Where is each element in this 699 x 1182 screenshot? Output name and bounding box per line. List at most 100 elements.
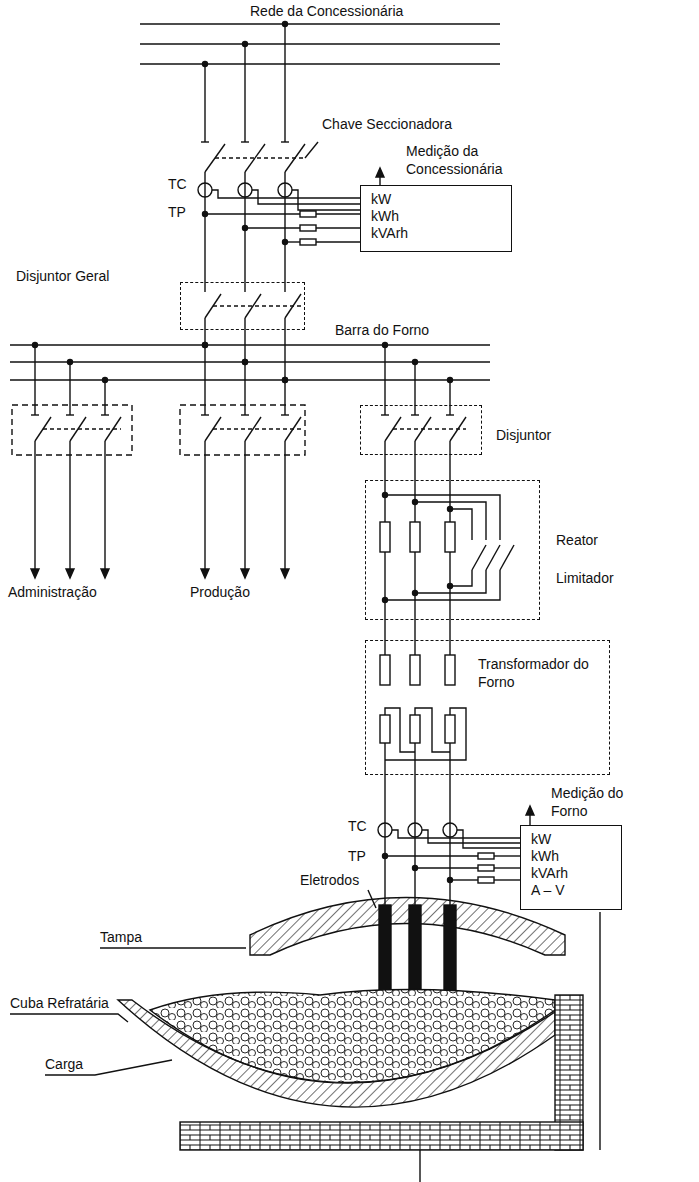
reactor-coil [410, 522, 420, 552]
part-label: Tampa [100, 929, 142, 946]
ct-wire [457, 830, 520, 848]
meter-quantity: kW [371, 191, 501, 208]
meter-quantity: kWh [531, 848, 611, 865]
potential-transformer [300, 225, 316, 231]
meter-wire [599, 912, 600, 1150]
wire [204, 64, 205, 142]
furnace-lid [250, 898, 565, 956]
utility-line [140, 23, 500, 24]
tp-wire [494, 879, 520, 880]
delta-wire [385, 708, 466, 760]
contact [66, 414, 74, 415]
wire [34, 345, 35, 415]
current-transformer [443, 823, 457, 837]
network-label: Rede da Concessionária [250, 3, 403, 20]
arrow-head [241, 569, 249, 578]
electrode [409, 905, 421, 1000]
contact [241, 141, 249, 142]
meter-box: Medição da ConcessionáriakWkWhkVArh [360, 185, 512, 252]
wire [284, 380, 285, 415]
contact [446, 414, 454, 415]
wire [244, 172, 245, 292]
wire [449, 380, 450, 415]
part-label: Barra do Forno [335, 322, 429, 339]
potential-transformer [300, 211, 316, 217]
tp-wire [316, 227, 360, 228]
component-label: Disjuntor [496, 426, 551, 444]
current-transformer [378, 823, 392, 837]
secondary-winding [445, 715, 455, 743]
meter-readings: kWkWhkVArh [361, 186, 511, 247]
tp-wire [450, 879, 478, 880]
meter-quantity: kVArh [371, 225, 501, 242]
wire [34, 441, 35, 570]
reactor-coil [380, 522, 390, 552]
tp-wire [494, 867, 520, 868]
bypass-wire [450, 509, 472, 540]
part-label: Administração [8, 584, 97, 601]
part-label: TC [348, 818, 367, 835]
ct-wire [422, 830, 520, 843]
part-label: TP [348, 848, 366, 865]
arrow-head [66, 569, 74, 578]
component-label: Medição da Concessionária [406, 142, 531, 178]
leader-line [368, 890, 376, 908]
tp-wire [385, 855, 478, 856]
wire [204, 172, 205, 292]
primary-winding [410, 655, 420, 685]
part-label: Carga [45, 1056, 83, 1073]
secondary-winding [410, 715, 420, 743]
tp-wire [285, 241, 300, 242]
brick-base [180, 1122, 583, 1150]
contact [241, 414, 249, 415]
potential-transformer [300, 239, 316, 245]
breaker-link [213, 428, 301, 429]
utility-line [140, 43, 500, 44]
meter-box: Medição do FornokWkWhkVArhA – V [520, 825, 622, 910]
wire [414, 640, 415, 655]
tp-wire [245, 227, 300, 228]
breaker-link [393, 428, 466, 429]
wire [104, 380, 105, 415]
meter-readings: kWkWhkVArhA – V [521, 826, 621, 904]
meter-quantity: kVArh [531, 865, 611, 882]
breaker-box [12, 405, 132, 455]
component-label: Disjuntor Geral [16, 267, 166, 285]
meter-quantity: A – V [531, 882, 611, 899]
leader-line [10, 1014, 128, 1022]
current-transformer [408, 823, 422, 837]
arrow-head [201, 569, 209, 578]
tp-wire [205, 213, 300, 214]
part-label: TC [168, 176, 187, 193]
wire [414, 441, 415, 455]
current-transformer [238, 183, 252, 197]
breaker-link [213, 305, 301, 306]
wire [384, 441, 385, 522]
wire [414, 743, 415, 905]
delta-wire [415, 708, 450, 752]
component-label: Transformador do Forno [478, 655, 596, 691]
meter-quantity: kW [531, 831, 611, 848]
tp-wire [316, 241, 360, 242]
potential-transformer [478, 877, 494, 883]
arrow-head [376, 168, 384, 177]
utility-line [140, 63, 500, 64]
primary-winding [445, 655, 455, 685]
bypass-switch [472, 545, 486, 570]
contact [411, 414, 419, 415]
ct-wire [292, 190, 360, 210]
bypass-wire [385, 495, 500, 540]
tp-wire [415, 867, 478, 868]
part-label: TP [168, 204, 186, 221]
wire [284, 318, 285, 380]
ct-wire [252, 190, 360, 204]
breaker-box: Disjuntor [360, 405, 482, 455]
bypass-switch [500, 545, 514, 570]
secondary-winding [380, 715, 390, 743]
part-label: Cuba Refratária [10, 995, 109, 1012]
busbar [10, 344, 490, 345]
potential-transformer [478, 865, 494, 871]
arrow-head [31, 569, 39, 578]
wire [284, 24, 285, 142]
reactor-coil [445, 522, 455, 552]
